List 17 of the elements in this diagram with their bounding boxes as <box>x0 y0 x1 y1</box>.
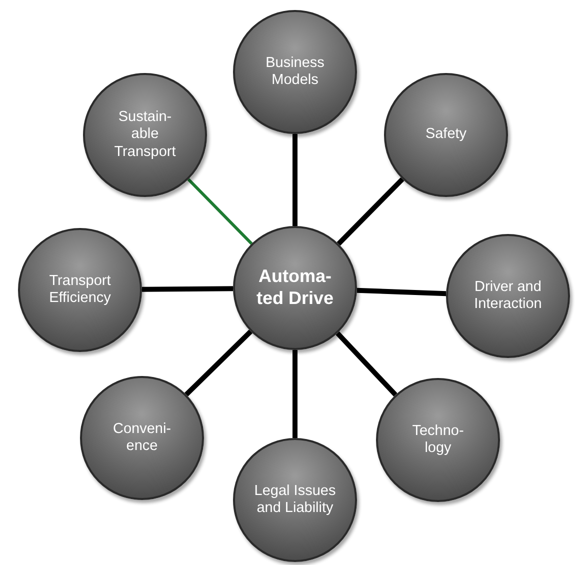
topic-label: Safety <box>425 126 467 144</box>
topic-label: Legal Issues and Liability <box>253 482 337 518</box>
connector-line <box>356 288 446 296</box>
topic-label: Techno- logy <box>411 422 465 458</box>
topic-label: Sustain- able Transport <box>113 108 177 162</box>
topic-label: Transport Efficiency <box>48 272 112 308</box>
connector-line <box>336 331 398 397</box>
connector-line <box>336 177 404 246</box>
topic-label: Business Models <box>264 54 326 90</box>
topic-label: Automa- ted Drive <box>255 266 335 310</box>
connector-line <box>184 330 252 396</box>
connector-line <box>292 134 298 226</box>
topic-label: Conveni- ence <box>112 420 172 456</box>
connector-line <box>187 178 253 245</box>
connector-line <box>292 350 298 438</box>
connector-line <box>142 286 234 292</box>
topic-label: Driver and Interaction <box>473 278 543 314</box>
